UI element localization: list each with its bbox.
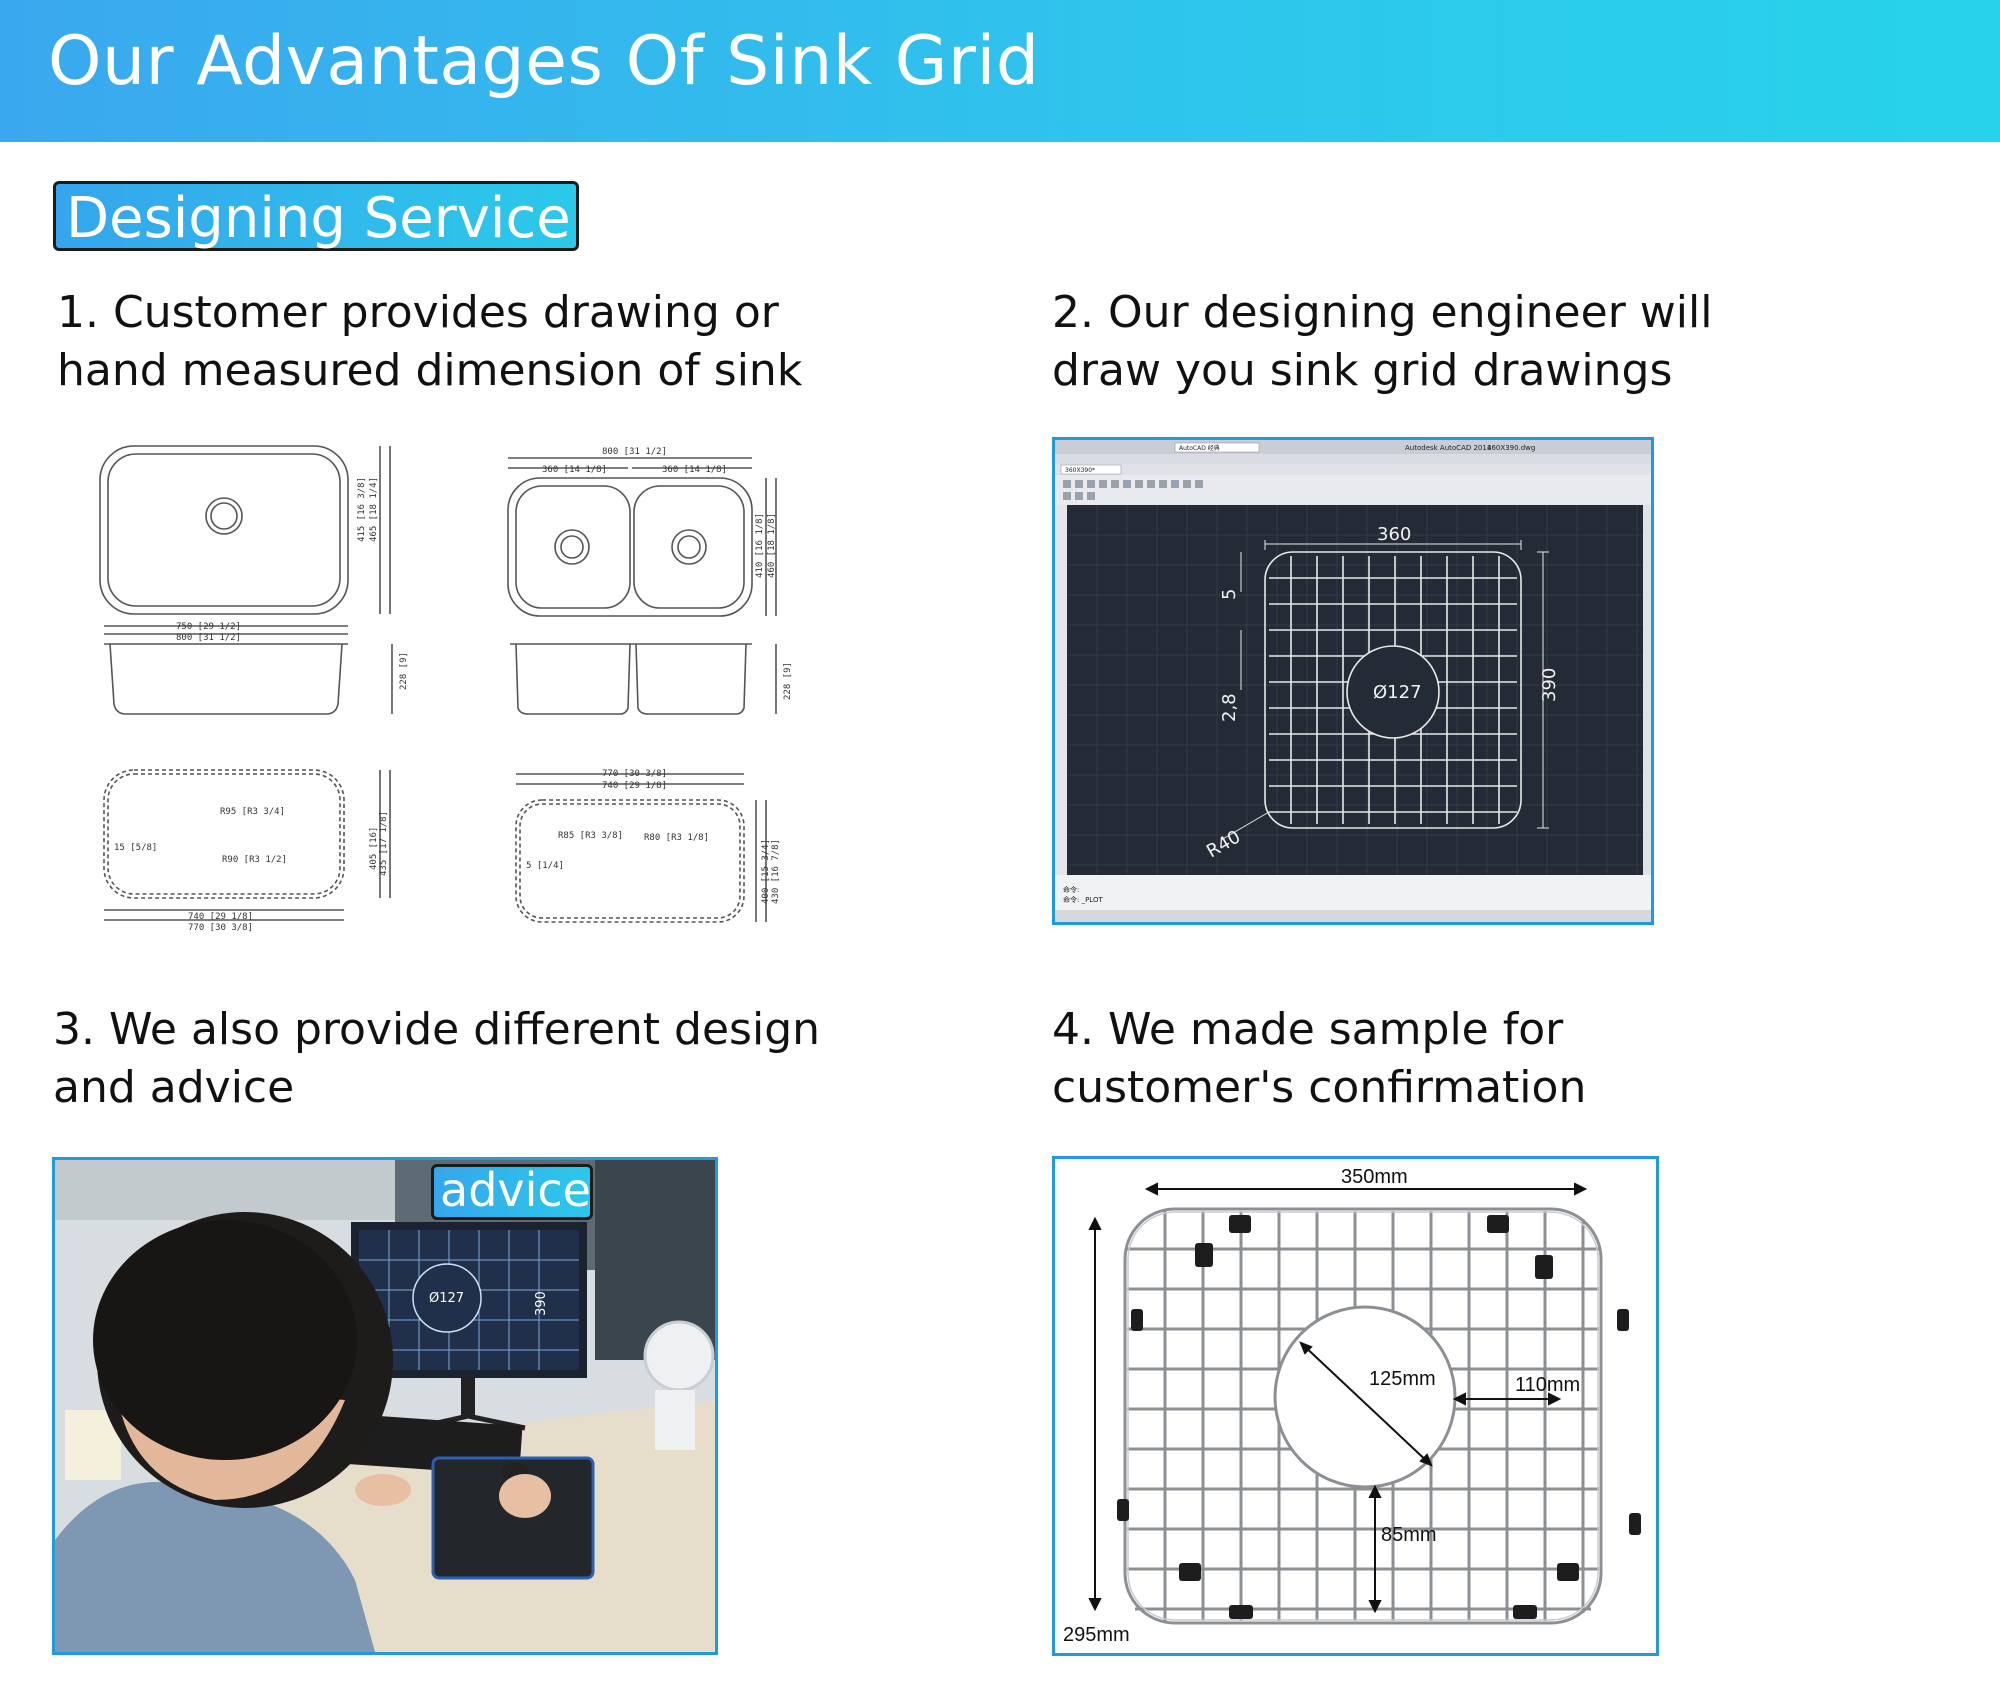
cad-app-title: Autodesk AutoCAD 2014 xyxy=(1405,444,1492,452)
cad-command-line-1: 命令: xyxy=(1063,885,1079,894)
cad-dim-hole: Ø127 xyxy=(1373,682,1422,703)
dim-double-height-2: 460 [18 1/8] xyxy=(767,513,777,578)
sample-width-label: 350mm xyxy=(1341,1166,1408,1188)
page-title: Our Advantages Of Sink Grid xyxy=(48,22,1040,101)
section-badge: Designing Service xyxy=(53,181,579,251)
step-4-text: 4. We made sample for customer's confirm… xyxy=(1052,1001,1586,1117)
dim-single-width-2: 800 [31 1/2] xyxy=(176,633,241,643)
cad-status-bar xyxy=(1055,910,1651,922)
advice-badge: advice xyxy=(431,1163,593,1220)
cad-dim-offset-1: 5 xyxy=(1219,589,1240,600)
dim-single-cut-height-1: 405 [16] xyxy=(369,827,379,870)
dim-double-width: 800 [31 1/2] xyxy=(602,447,667,457)
grid-center-opening xyxy=(1273,1305,1457,1489)
dim-double-cut-side: 5 [1/4] xyxy=(526,861,564,871)
cad-title-bar xyxy=(1055,440,1651,454)
cad-dim-width: 360 xyxy=(1377,524,1411,545)
dim-single-cut-side: 15 [5/8] xyxy=(114,843,157,853)
double-sink-top-view xyxy=(507,477,753,617)
designer-photo-panel: Ø127 390 advice xyxy=(52,1157,718,1655)
step-2-line-1: 2. Our designing engineer will xyxy=(1052,287,1713,338)
dim-single-cut-height-2: 435 [17 1/8] xyxy=(379,811,389,876)
dim-double-cut-width-2: 740 [29 1/8] xyxy=(602,781,667,791)
sample-height-label: 295mm xyxy=(1063,1624,1130,1646)
single-sink-side-view xyxy=(104,643,348,715)
dim-single-cut-radius-2: R90 [R3 1/2] xyxy=(222,855,287,865)
dim-single-height-1: 415 [16 3/8] xyxy=(357,477,367,542)
cad-workspace-select[interactable] xyxy=(1174,442,1260,453)
step-2-line-2: draw you sink grid drawings xyxy=(1052,345,1673,396)
monitor-height-label: 390 xyxy=(534,1291,549,1316)
cad-screenshot-panel: Autodesk AutoCAD 2014 360X390.dwg AutoCA… xyxy=(1052,437,1654,925)
dim-double-depth: 228 [9] xyxy=(783,662,793,700)
step-4-line-1: 4. We made sample for xyxy=(1052,1004,1564,1055)
dim-double-bowl-width-1: 360 [14 1/8] xyxy=(542,465,607,475)
sample-grid-panel: 350mm 295mm 125mm 110mm 85mm xyxy=(1052,1156,1659,1656)
step-1-line-2: hand measured dimension of sink xyxy=(57,345,803,396)
step-3-line-2: and advice xyxy=(53,1062,295,1113)
monitor-hole-label: Ø127 xyxy=(429,1291,464,1306)
single-sink-top-view xyxy=(99,445,349,615)
desk-fan xyxy=(643,1320,715,1392)
cad-dim-height: 390 xyxy=(1539,668,1560,702)
double-sink-side-view xyxy=(510,643,752,715)
person xyxy=(55,1212,551,1652)
dim-double-cut-radius-2: R80 [R3 1/8] xyxy=(644,833,709,843)
cad-center-hole xyxy=(1346,645,1440,739)
step-4-line-2: customer's confirmation xyxy=(1052,1062,1587,1113)
dim-single-depth: 228 [9] xyxy=(399,652,409,690)
cad-workspace-label: AutoCAD 经典 xyxy=(1179,444,1220,452)
dim-single-cut-width-1: 740 [29 1/8] xyxy=(188,912,253,922)
mouse-pad xyxy=(431,1456,595,1580)
advice-badge-label: advice xyxy=(440,1163,591,1217)
cad-dim-offset-2: 2,8 xyxy=(1219,693,1240,722)
cad-tab-label: 360X390* xyxy=(1065,467,1095,474)
dim-single-cut-radius-1: R95 [R3 3/4] xyxy=(220,807,285,817)
dim-double-bowl-width-2: 360 [14 1/8] xyxy=(662,465,727,475)
sample-side-label: 110mm xyxy=(1515,1374,1580,1396)
double-sink-cutout-view xyxy=(515,799,745,923)
dim-double-cut-height-2: 430 [16 7/8] xyxy=(771,839,781,904)
dim-double-cut-width-1: 770 [30 3/8] xyxy=(602,769,667,779)
cad-side-toolbar xyxy=(1055,505,1067,905)
single-sink-cutout-view xyxy=(103,769,345,899)
dim-double-height-1: 410 [16 1/8] xyxy=(755,513,765,578)
dim-double-cut-height-1: 400 [15 3/4] xyxy=(761,839,771,904)
cad-file-name: 360X390.dwg xyxy=(1487,444,1535,452)
header-banner: Our Advantages Of Sink Grid xyxy=(0,0,2000,142)
dim-double-cut-radius-1: R85 [R3 3/8] xyxy=(558,831,623,841)
step-2-text: 2. Our designing engineer will draw you … xyxy=(1052,284,1712,400)
dim-single-width-1: 750 [29 1/2] xyxy=(176,622,241,632)
monitor: Ø127 390 xyxy=(351,1222,587,1431)
step-3-text: 3. We also provide different design and … xyxy=(53,1001,820,1117)
sample-bottom-label: 85mm xyxy=(1381,1524,1437,1546)
cad-document-tab[interactable] xyxy=(1060,464,1122,475)
sample-hole-label: 125mm xyxy=(1369,1368,1436,1390)
sink-technical-drawing: 750 [29 1/2] 800 [31 1/2] 415 [16 3/8] 4… xyxy=(80,430,800,940)
dim-single-cut-width-2: 770 [30 3/8] xyxy=(188,923,253,933)
step-3-line-1: 3. We also provide different design xyxy=(53,1004,821,1055)
cad-toolbar xyxy=(1055,475,1651,505)
dim-single-height-2: 465 [18 1/4] xyxy=(369,477,379,542)
cad-command-line-2: 命令: _PLOT xyxy=(1063,895,1103,904)
step-1-text: 1. Customer provides drawing or hand mea… xyxy=(57,284,802,400)
section-badge-label: Designing Service xyxy=(66,186,571,251)
rubber-bumpers xyxy=(1117,1215,1641,1619)
step-1-line-1: 1. Customer provides drawing or xyxy=(57,287,779,338)
